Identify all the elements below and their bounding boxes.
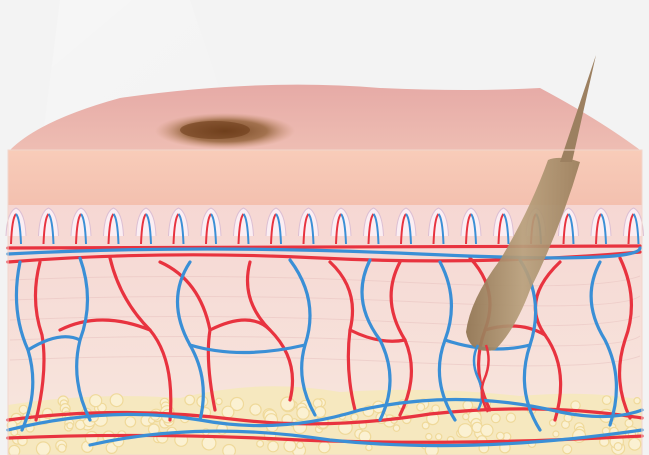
fat-cell	[281, 397, 295, 411]
fat-cell	[19, 405, 27, 413]
fat-cell	[436, 434, 442, 440]
fat-cell	[491, 414, 500, 423]
fat-cell	[432, 405, 440, 413]
fat-cell	[125, 417, 135, 427]
fat-cell	[481, 424, 493, 436]
fat-cell	[257, 440, 264, 447]
fat-cell	[366, 444, 372, 450]
fat-cell	[351, 414, 358, 421]
fat-cell	[458, 424, 472, 438]
fat-cell	[553, 431, 559, 437]
fat-cell	[571, 401, 580, 410]
fat-cell	[216, 398, 222, 404]
fat-cell	[268, 441, 279, 452]
fat-cell	[602, 396, 611, 405]
fat-cell	[463, 401, 473, 411]
mole-core	[180, 121, 250, 139]
fat-cell	[506, 413, 515, 422]
fat-cell	[426, 434, 432, 440]
fat-cell	[222, 406, 234, 418]
fat-cell	[110, 394, 123, 407]
fat-cell	[629, 438, 641, 450]
fat-cell	[393, 425, 399, 431]
fat-cell	[284, 440, 296, 452]
fat-cell	[417, 403, 425, 411]
fat-cell	[614, 443, 622, 451]
fat-cell	[297, 442, 304, 449]
fat-cell	[297, 407, 309, 419]
fat-cell	[90, 395, 102, 407]
fat-cell	[58, 444, 66, 452]
fat-cell	[563, 445, 572, 454]
fat-cell	[36, 442, 50, 455]
fat-cell	[319, 441, 330, 452]
fat-cell	[625, 419, 633, 427]
fat-cell	[634, 398, 640, 404]
fat-cell	[223, 445, 236, 455]
fat-cell	[9, 445, 20, 455]
fat-cell	[250, 404, 261, 415]
fat-cell	[202, 436, 216, 450]
fat-cell	[67, 423, 73, 429]
fat-cell	[497, 432, 505, 440]
fat-cell	[185, 395, 195, 405]
fat-cell	[463, 414, 469, 420]
